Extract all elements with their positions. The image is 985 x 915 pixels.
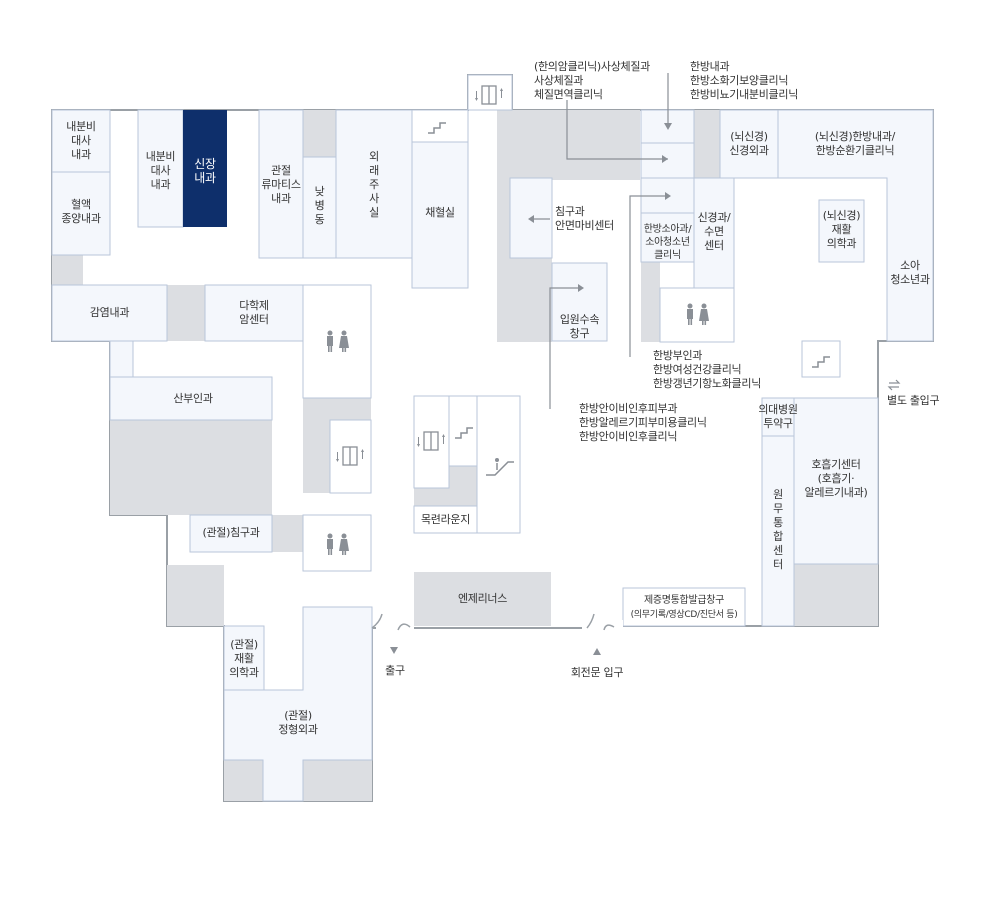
acupuncture-face-label: 침구과 안면마비센터 — [555, 205, 614, 232]
oriental-gyn-callout: 한방부인과 한방여성건강클리닉 한방갱년기항노화클리닉 — [653, 349, 762, 390]
obgyn-label: 산부인과 — [173, 392, 213, 405]
infectious-label: 감염내과 — [89, 306, 130, 319]
exchange-arrows-icon — [887, 379, 901, 391]
hemato-oncology-label: 혈액 종양내과 — [61, 198, 101, 225]
elevator-arrows — [336, 88, 503, 462]
restroom-icon — [327, 303, 709, 555]
nephrology-room[interactable] — [183, 110, 227, 227]
angel-lenus-label: 엔제리너스 — [457, 592, 508, 605]
joint-acupuncture-label: (관절)침구과 — [202, 526, 260, 539]
pharmacy-label: 의대병원 투약구 — [758, 403, 798, 430]
separate-entrance-label: 별도 출입구 — [887, 394, 940, 407]
endocrine-2-label: 내분비 대사 내과 — [145, 150, 176, 191]
callout-arrowheads — [390, 123, 672, 655]
pediatrics-label: 소아 청소년과 — [890, 259, 930, 286]
oriental-ent-callout: 한방안이비인후피부과 한방알레르기피부미용클리닉 한방안이비인후클리닉 — [579, 402, 707, 443]
nephrology-label: 신장 내과 — [194, 157, 216, 185]
rooms — [51, 109, 934, 802]
day-ward-label: 낮 병 동 — [314, 185, 325, 226]
joint-rehab-label: (관절) 재활 의학과 — [229, 638, 259, 679]
lounge-label: 목련라운지 — [420, 513, 471, 526]
endocrine-top-label: 내분비 대사 내과 — [66, 120, 96, 161]
exit-label: 출구 — [385, 664, 405, 677]
cancer-center-label: 다학제 암센터 — [239, 299, 269, 326]
brain-rehab-label: (뇌신경) 재활 의학과 — [822, 209, 861, 250]
stairs-icon — [428, 122, 830, 439]
door-arcs — [371, 613, 615, 631]
admission-window-label: 입원수속 창구 — [559, 313, 600, 340]
rheumatology-label: 관절 류마티스 내과 — [261, 164, 301, 205]
oriental-internal-callout: 한방내과 한방소화기보양클리닉 한방비뇨기내분비클리닉 — [690, 60, 799, 101]
sasang-callout: (한의암클리닉)사상체질과 사상체질과 체질면역클리닉 — [534, 60, 651, 101]
neuro-sleep-label: 신경과/ 수면 센터 — [697, 211, 731, 252]
elevator-icon — [342, 85, 497, 466]
brain-oriental-label: (뇌신경)한방내과/ 한방순환기클리닉 — [814, 130, 896, 157]
callout-lines — [530, 73, 669, 409]
entrance-gaps — [376, 620, 623, 632]
blood-collection-label: 채혈실 — [425, 206, 455, 219]
utility-rooms — [302, 74, 841, 627]
brain-neurosurgery-label: (뇌신경) 신경외과 — [729, 130, 769, 157]
oriental-peds-label: 한방소아과/ 소아청소년 클리닉 — [643, 224, 692, 261]
escalator-icon — [486, 458, 514, 476]
cert-window-label: 제증명통합발급창구 — [643, 595, 725, 606]
respiratory-label: 호흡기센터 (호흡기· 알레르기내과) — [804, 458, 868, 499]
cert-window-sub-label: (의무기록/영상CD/진단서 등) — [630, 610, 738, 620]
wonmu-label: 원 무 통 합 센 터 — [773, 488, 783, 571]
revolving-door-label: 회전문 입구 — [570, 666, 624, 679]
outpatient-injection-label: 외 래 주 사 실 — [369, 150, 379, 219]
joint-ortho-label: (관절) 정형외과 — [278, 709, 318, 736]
